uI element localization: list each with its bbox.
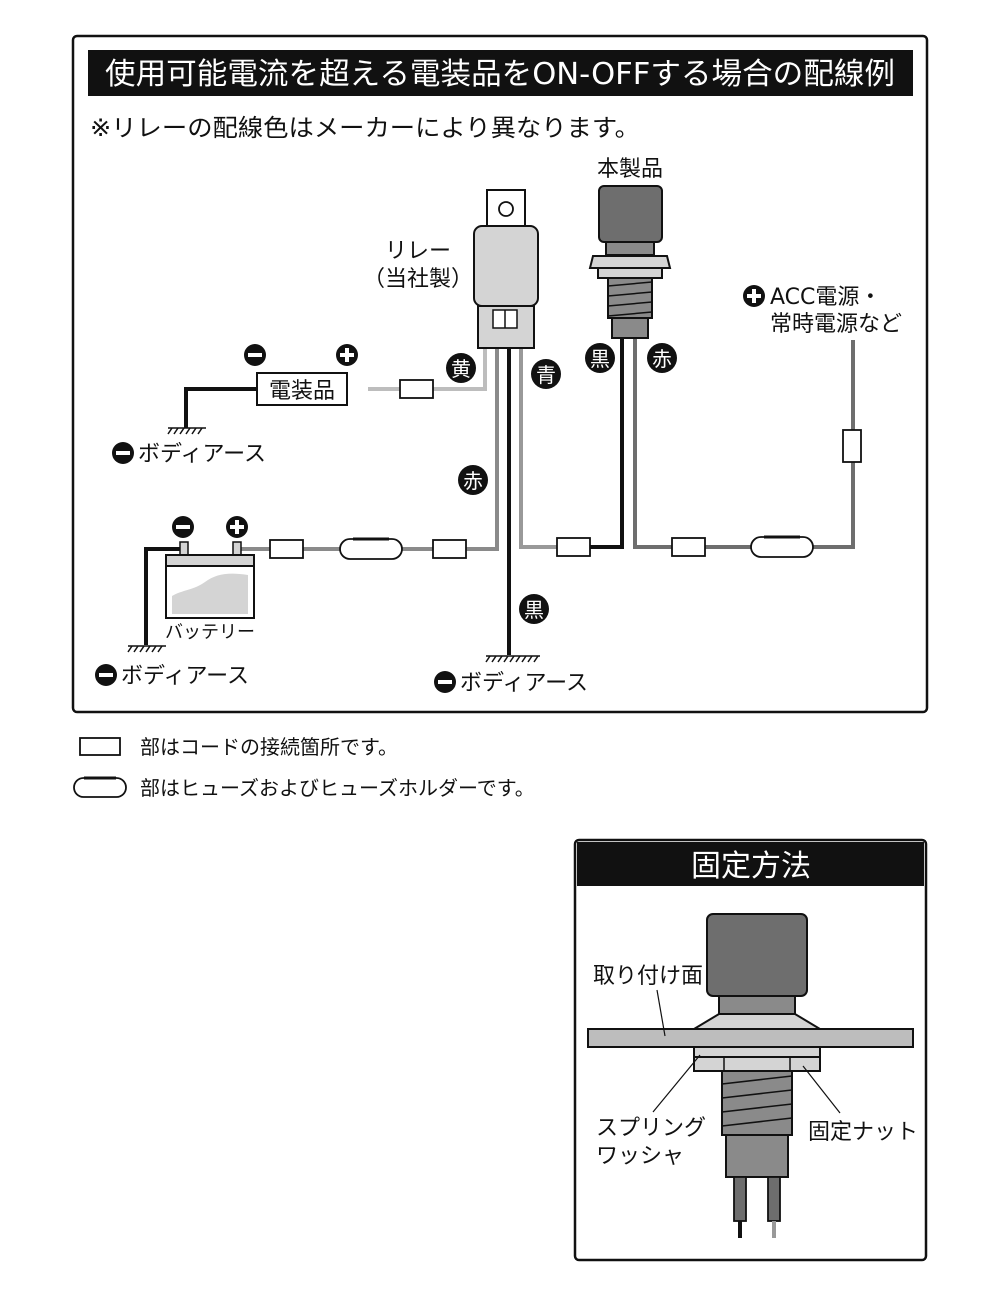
minus-icon: [434, 671, 456, 693]
mounting-surface-label: 取り付け面: [593, 964, 703, 989]
spring-washer-label: スプリング: [596, 1116, 706, 1141]
svg-text:赤: 赤: [463, 469, 483, 493]
wire-load-earth: [184, 387, 257, 428]
legend-connector-text: 部はコードの接続箇所です。: [140, 735, 398, 759]
electrical-load-label: 電装品: [269, 379, 335, 404]
connector: [671, 537, 706, 557]
wire-color-badge-yellow: 黄: [446, 353, 476, 383]
wire-color-badge-red: 赤: [647, 343, 677, 373]
ground-icon: [485, 655, 540, 663]
minus-icon: [112, 442, 134, 464]
legend-fuse-symbol: [73, 776, 127, 798]
wire-battery-earth: [144, 547, 183, 645]
fuse-holder: [750, 535, 814, 558]
connector: [556, 537, 591, 557]
fixing-nut: [693, 1056, 821, 1072]
wire-color-badge-black: 黒: [585, 343, 615, 373]
product-label: 本製品: [597, 157, 663, 182]
relay: [473, 189, 539, 349]
wiring-title: 使用可能電流を超える電装品をON-OFFする場合の配線例: [105, 57, 895, 92]
connector: [269, 539, 304, 559]
mounting-surface: [587, 1028, 914, 1048]
wiring-title-bar: [88, 50, 913, 96]
relay-maker-label: （当社製）: [363, 267, 473, 292]
wire-color-badge-blue: 青: [531, 359, 561, 389]
acc-power-label: ACC電源・: [770, 285, 881, 310]
svg-text:赤: 赤: [652, 347, 672, 371]
wire-red-relay: [240, 345, 499, 551]
legend: 部はコードの接続箇所です。 部はヒューズおよびヒューズホルダーです。: [73, 735, 535, 800]
relay-label: リレー: [385, 239, 451, 264]
wiring-diagram: 使用可能電流を超える電装品をON-OFFする場合の配線例 ※リレーの配線色はメー…: [71, 34, 929, 714]
minus-icon: [172, 516, 194, 538]
electrical-load-box: [256, 372, 348, 406]
connector: [842, 429, 862, 463]
mounting-title-bar: [577, 842, 924, 886]
product-switch: [588, 185, 672, 339]
battery: [165, 541, 255, 619]
connector: [432, 539, 467, 559]
body-earth-label: ボディアース: [460, 671, 588, 696]
svg-text:青: 青: [536, 363, 556, 387]
ground-icon: [167, 427, 206, 435]
fuse-holder: [339, 537, 403, 560]
acc-power-label-2: 常時電源など: [770, 312, 902, 337]
svg-text:黒: 黒: [524, 598, 544, 622]
svg-text:黒: 黒: [590, 347, 610, 371]
battery-label: バッテリー: [165, 622, 255, 643]
minus-icon: [95, 664, 117, 686]
connector: [399, 379, 434, 399]
legend-connector-symbol: [79, 737, 121, 756]
spring-washer-label-2: ワッシャ: [596, 1144, 684, 1169]
mounting-title: 固定方法: [691, 849, 811, 884]
svg-text:黄: 黄: [451, 357, 471, 381]
plus-icon: [336, 344, 358, 366]
body-earth-label: ボディアース: [138, 442, 266, 467]
spring-washer: [693, 1046, 821, 1058]
plus-icon: [226, 516, 248, 538]
minus-icon: [244, 344, 266, 366]
ground-icon: [127, 645, 166, 653]
fixing-nut-label: 固定ナット: [808, 1120, 918, 1145]
legend-fuse-text: 部はヒューズおよびヒューズホルダーです。: [140, 776, 535, 800]
relay-color-note: ※リレーの配線色はメーカーにより異なります。: [90, 114, 640, 142]
wire-color-badge-black-relay: 黒: [519, 594, 549, 624]
plus-icon: [743, 285, 765, 307]
body-earth-label: ボディアース: [121, 664, 249, 689]
mounting-panel: 固定方法 取り付け面 スプリング ワッシャ 固定ナット: [573, 838, 928, 1262]
wire-color-badge-red-relay: 赤: [458, 465, 488, 495]
wire-black-product: [590, 338, 624, 549]
